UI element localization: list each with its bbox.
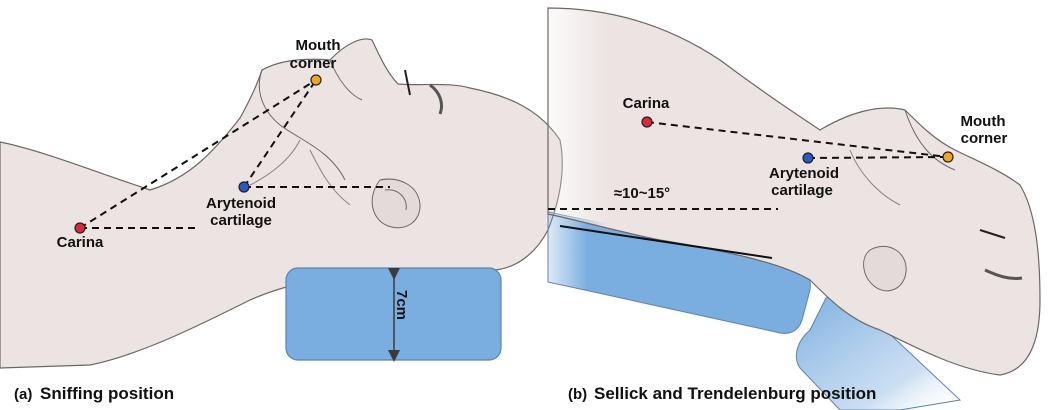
arytenoid-label-a-1: Arytenoid <box>206 195 276 212</box>
carina-label-b: Carina <box>623 95 670 112</box>
mouth-corner-label-a-1: Mouth <box>296 37 341 54</box>
arytenoid-dot-a <box>239 182 249 192</box>
panel-b: ≈10~15° Carina Mouth corner Arytenoid ca… <box>548 8 1040 410</box>
arytenoid-label-b-2: cartilage <box>771 182 833 199</box>
mouth-corner-label-b-2: corner <box>961 130 1008 147</box>
panel-a: 7cm Mouth corner Arytenoid cartilage Car… <box>0 37 562 403</box>
pillow-height-label: 7cm <box>393 290 410 320</box>
caption-b: Sellick and Trendelenburg position <box>594 384 876 403</box>
arytenoid-label-a-2: cartilage <box>210 212 272 229</box>
caption-letter-b: (b) <box>568 386 587 403</box>
carina-label-a: Carina <box>57 234 104 251</box>
caption-a: Sniffing position <box>40 384 174 403</box>
carina-dot-a <box>75 223 85 233</box>
carina-dot-b <box>642 117 652 127</box>
mouth-corner-label-a-2: corner <box>290 55 337 72</box>
caption-letter-a: (a) <box>14 386 32 403</box>
mouth-corner-dot-a <box>311 75 321 85</box>
mouth-corner-dot-b <box>943 152 953 162</box>
arytenoid-label-b-1: Arytenoid <box>769 165 839 182</box>
arytenoid-dot-b <box>803 153 813 163</box>
mouth-corner-label-b-1: Mouth <box>961 113 1006 130</box>
angle-label-b: ≈10~15° <box>614 185 670 202</box>
